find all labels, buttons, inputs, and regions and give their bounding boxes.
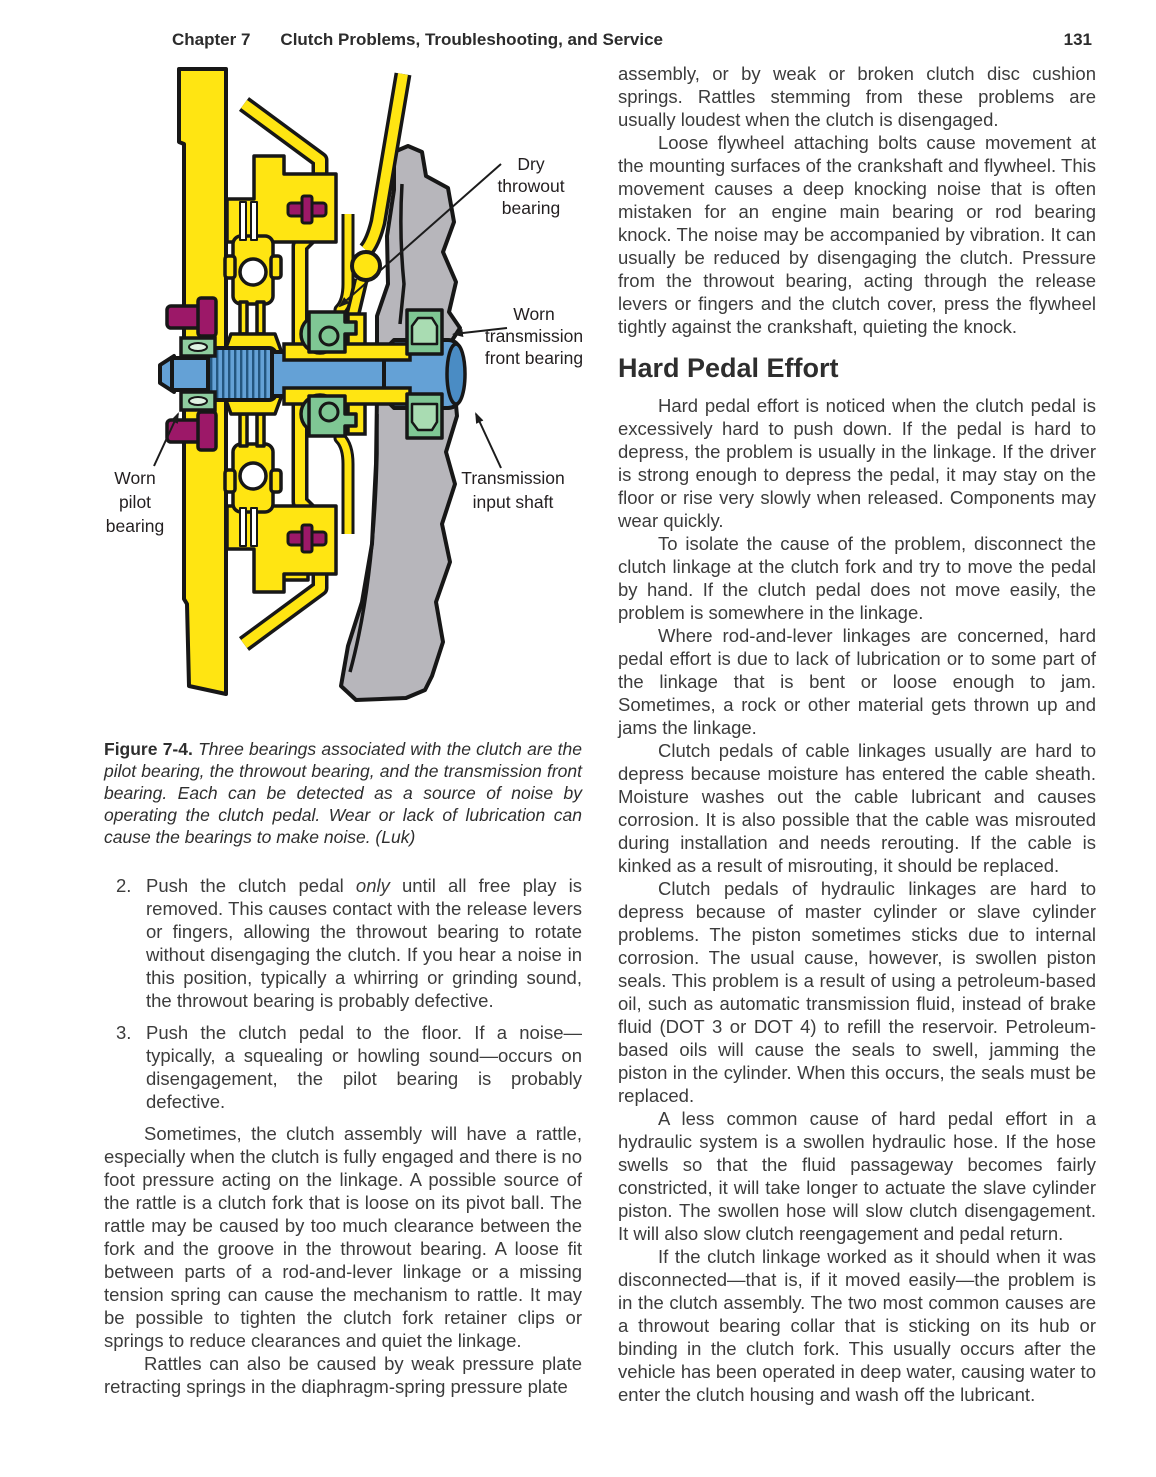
list-item-3-number: 3. bbox=[116, 1022, 132, 1043]
clutch-bearings-diagram: Dry throwout bearing Worn transmission f… bbox=[106, 67, 583, 702]
release-fork bbox=[344, 72, 412, 320]
right-column: assembly, or by weak or broken clutch di… bbox=[618, 62, 1096, 1406]
paragraph: A less common cause of hard pedal effort… bbox=[618, 1107, 1096, 1244]
svg-text:throwout: throwout bbox=[497, 176, 564, 196]
page-number: 131 bbox=[1063, 30, 1092, 49]
section-heading: Hard Pedal Effort bbox=[618, 353, 839, 383]
figure-7-4: Dry throwout bearing Worn transmission f… bbox=[104, 62, 583, 726]
list-item-2-number: 2. bbox=[116, 875, 132, 896]
label-input-shaft: Transmission input shaft bbox=[461, 468, 564, 512]
paragraph: Clutch pedals of hydraulic linkages are … bbox=[618, 877, 1096, 1106]
running-header: Chapter 7 Clutch Problems, Troubleshooti… bbox=[172, 30, 1092, 50]
paragraph: assembly, or by weak or broken clutch di… bbox=[618, 63, 1096, 130]
list-item-2-text-italic: only bbox=[355, 875, 390, 896]
list-item-2-text-pre: Push the clutch pedal bbox=[146, 875, 356, 896]
svg-text:Worn: Worn bbox=[114, 468, 156, 488]
leader-lines bbox=[153, 163, 508, 469]
flywheel-bolts bbox=[165, 296, 218, 452]
list-item-3: 3. Push the clutch pedal to the floor. I… bbox=[104, 1021, 582, 1113]
cover-rivets bbox=[286, 194, 328, 554]
svg-text:Transmission: Transmission bbox=[461, 468, 564, 488]
paragraph: If the clutch linkage worked as it shoul… bbox=[618, 1245, 1096, 1405]
figure-caption: Figure 7-4. Three bearings associated wi… bbox=[104, 738, 582, 848]
pilot-bearing bbox=[179, 336, 217, 412]
chapter-label: Chapter 7 bbox=[172, 30, 251, 49]
list-item-3-text: Push the clutch pedal to the floor. If a… bbox=[146, 1022, 582, 1112]
label-front-bearing: Worn transmission front bearing bbox=[485, 304, 583, 368]
paragraph: Sometimes, the clutch assembly will have… bbox=[104, 1123, 582, 1351]
svg-text:bearing: bearing bbox=[106, 516, 164, 536]
svg-text:bearing: bearing bbox=[502, 198, 560, 218]
paragraph: To isolate the cause of the problem, dis… bbox=[618, 532, 1096, 623]
list-item-2: 2. Push the clutch pedal only until all … bbox=[104, 874, 582, 1012]
list-item-2-text-post: until all free play is removed. This cau… bbox=[146, 875, 582, 1011]
figure-caption-body: Three bearings associated with the clutc… bbox=[104, 739, 582, 847]
procedure-list: 2. Push the clutch pedal only until all … bbox=[104, 874, 582, 1113]
chapter-title: Clutch Problems, Troubleshooting, and Se… bbox=[280, 30, 663, 49]
paragraph: Loose flywheel attaching bolts cause mov… bbox=[618, 132, 1096, 337]
svg-text:Dry: Dry bbox=[517, 154, 544, 174]
label-pilot-bearing: Worn pilot bearing bbox=[106, 468, 164, 536]
paragraph: Clutch pedals of cable linkages usually … bbox=[618, 739, 1096, 876]
svg-text:input shaft: input shaft bbox=[473, 492, 554, 512]
housing-shape bbox=[339, 144, 462, 702]
page-body: Dry throwout bearing Worn transmission f… bbox=[104, 62, 1096, 1406]
figure-caption-lead: Figure 7-4. bbox=[104, 739, 193, 759]
svg-text:front bearing: front bearing bbox=[485, 348, 583, 368]
front-bearing bbox=[405, 308, 444, 440]
svg-text:Worn: Worn bbox=[513, 304, 555, 324]
svg-text:pilot: pilot bbox=[119, 492, 151, 512]
label-throwout-bearing: Dry throwout bearing bbox=[497, 154, 564, 218]
paragraph: Where rod-and-lever linkages are concern… bbox=[618, 624, 1096, 738]
paragraph: Rattles can also be caused by weak press… bbox=[104, 1353, 582, 1397]
left-column: Dry throwout bearing Worn transmission f… bbox=[104, 62, 583, 1406]
paragraph: Hard pedal effort is noticed when the cl… bbox=[618, 394, 1096, 531]
svg-text:transmission: transmission bbox=[485, 326, 583, 346]
pressure-plate-lower bbox=[221, 390, 338, 594]
throwout-bearing bbox=[299, 310, 358, 438]
